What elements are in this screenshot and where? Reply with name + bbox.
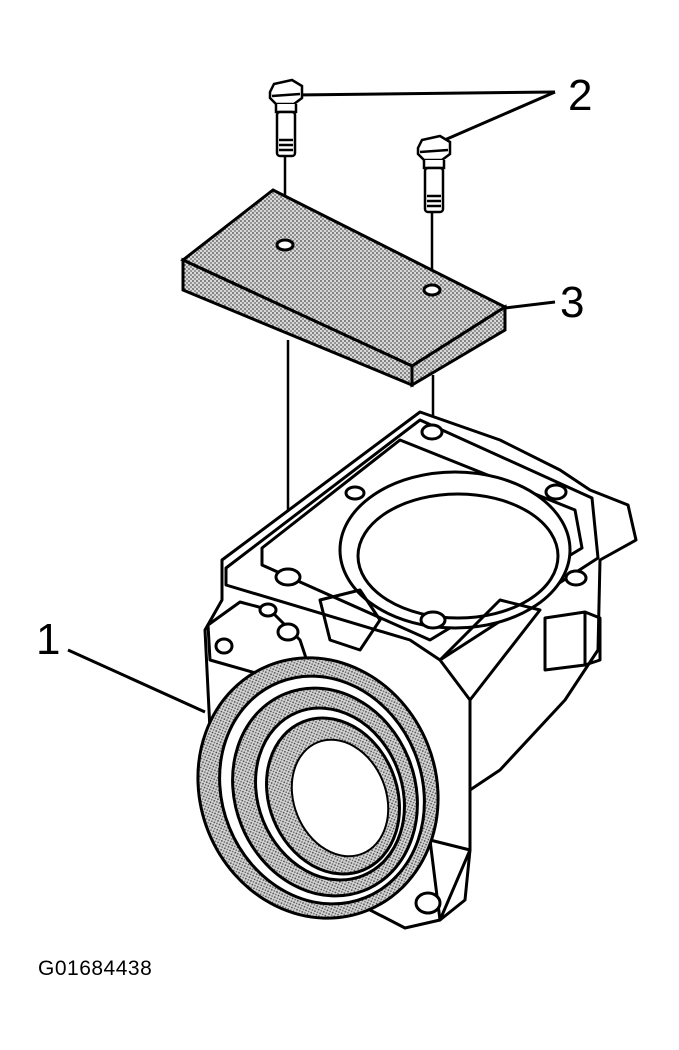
callout-1: 1 — [36, 615, 61, 664]
leader-2b — [439, 90, 556, 144]
leader-3 — [504, 300, 556, 310]
seal — [196, 656, 440, 920]
callout-3: 3 — [560, 278, 585, 327]
leader-lines — [67, 90, 556, 714]
leader-1 — [67, 648, 206, 714]
bolt-left — [268, 78, 304, 158]
bolt-right — [416, 134, 452, 214]
callout-2: 2 — [568, 71, 593, 120]
leader-2a — [294, 90, 556, 97]
figure-id: G01684438 — [38, 957, 153, 980]
cover-plate — [180, 188, 509, 388]
